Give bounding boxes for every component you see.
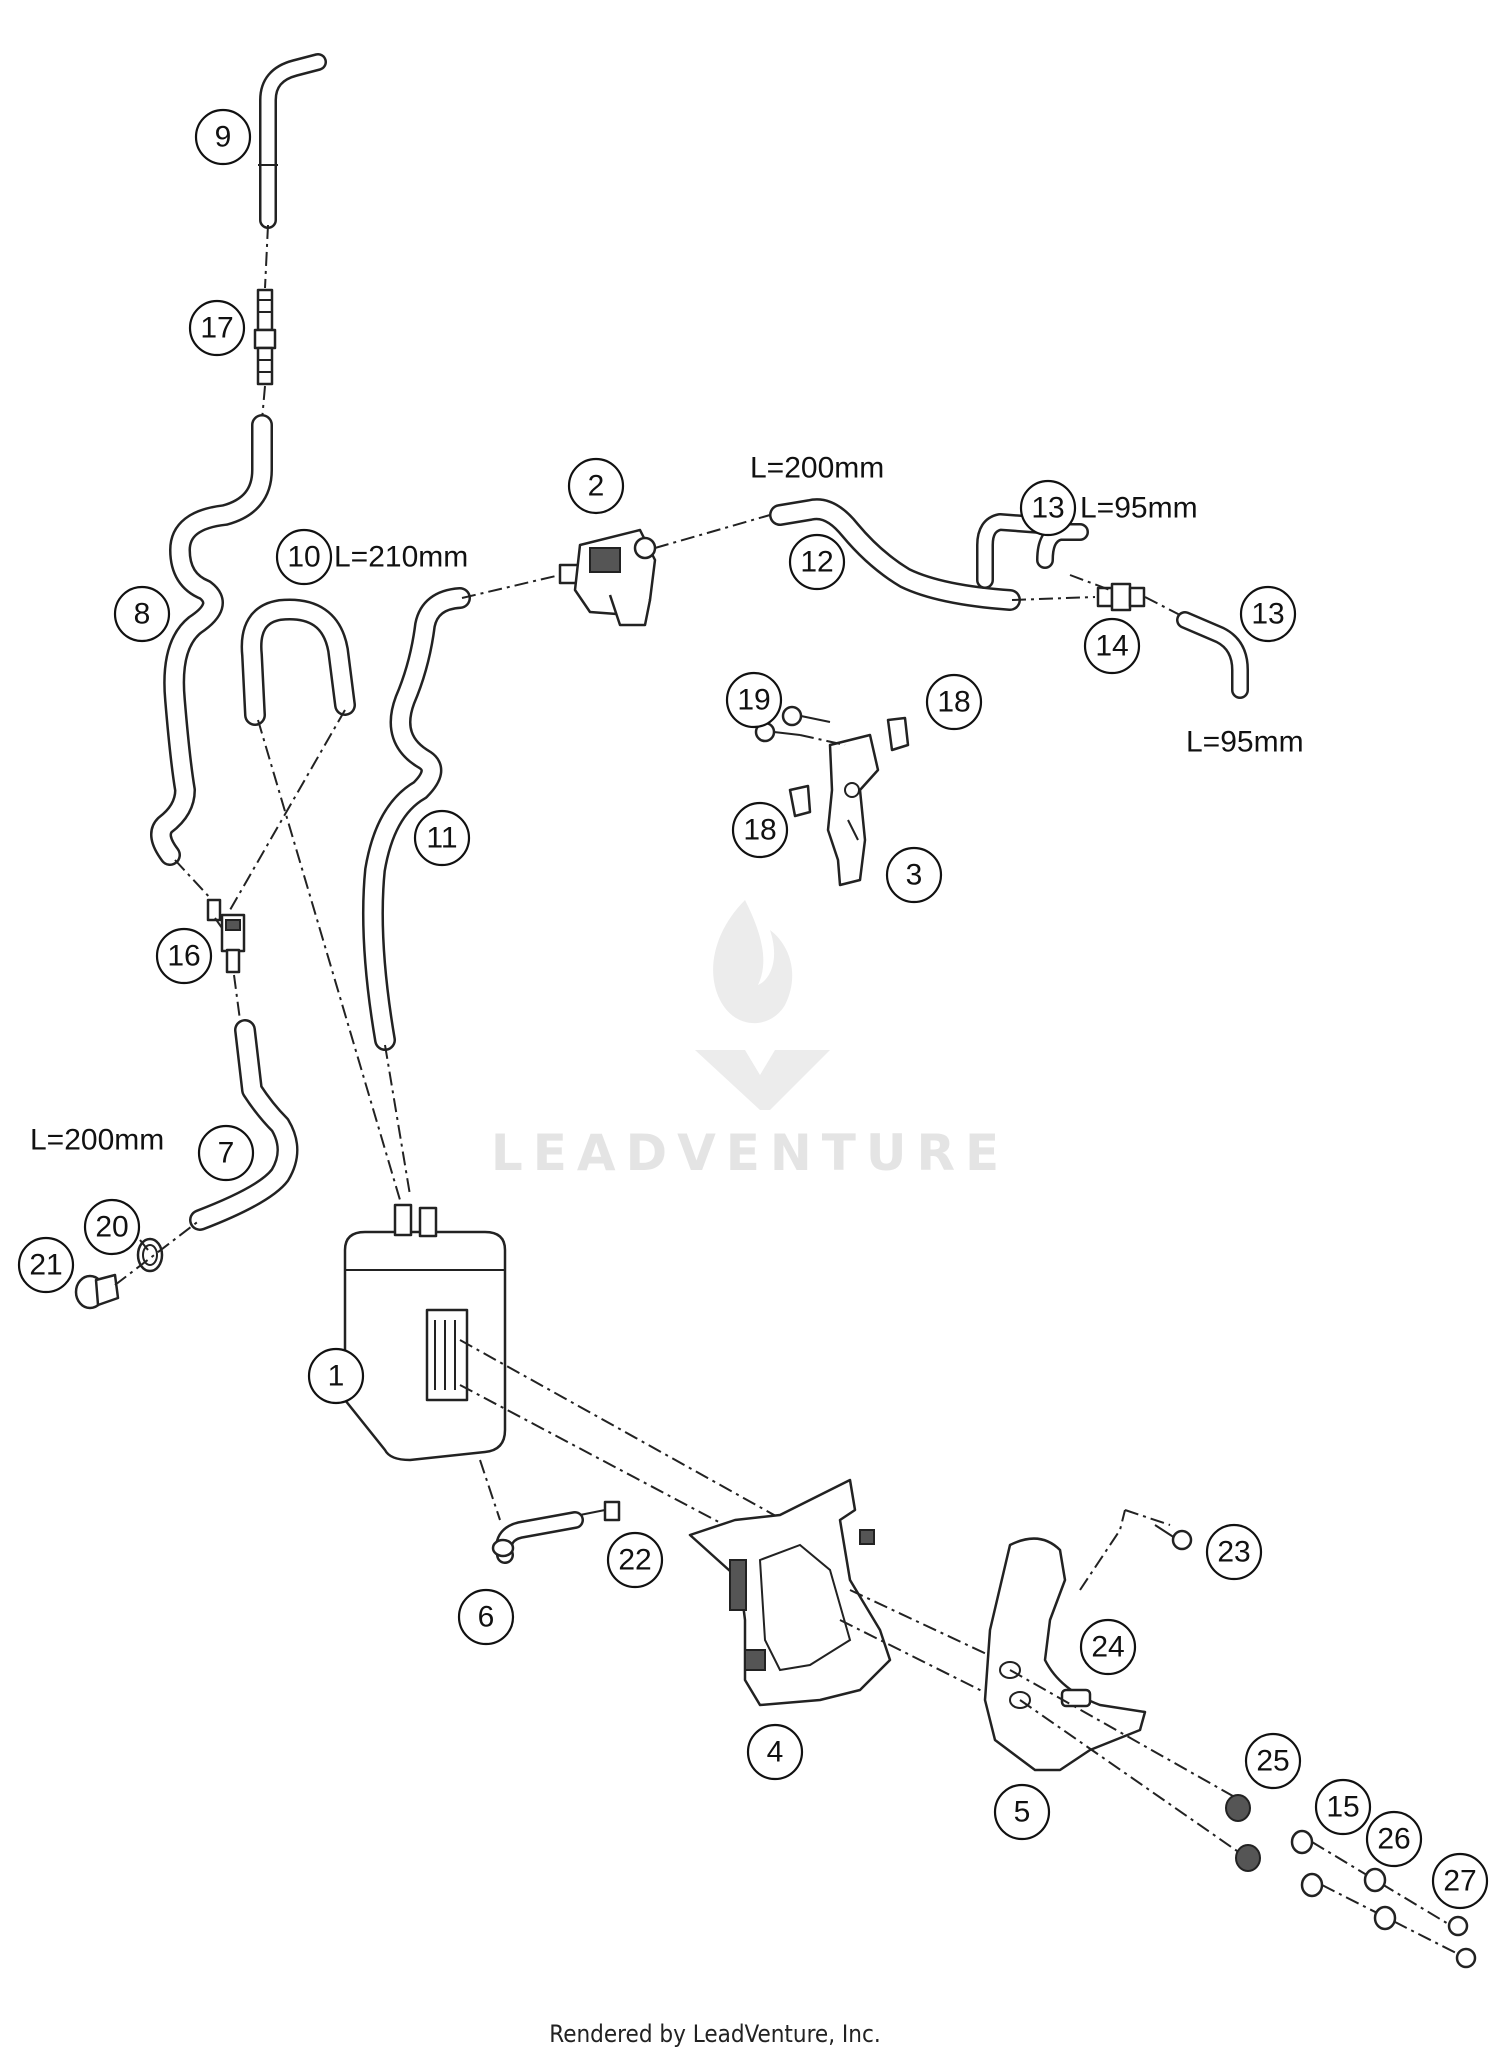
svg-text:3: 3 — [906, 859, 923, 892]
callout-7: 7 — [197, 1124, 255, 1182]
svg-text:12: 12 — [800, 546, 833, 579]
nut-26 — [1363, 1867, 1397, 1931]
callout-13-right: 13 — [1239, 585, 1297, 643]
bracket-3 — [826, 733, 880, 887]
callout-17: 17 — [188, 299, 246, 357]
callout-13-top: 13 — [1019, 479, 1077, 537]
svg-text:24: 24 — [1091, 1631, 1124, 1664]
dimension-hose-13-top: L=95mm — [1080, 492, 1198, 525]
callout-18-bottom: 18 — [731, 801, 789, 859]
watermark-text: LEADVENTURE — [491, 1124, 1009, 1182]
svg-text:26: 26 — [1377, 1823, 1410, 1856]
connector-14 — [1096, 582, 1146, 612]
svg-text:10: 10 — [287, 541, 320, 574]
callout-2: 2 — [567, 457, 625, 515]
screw-23 — [1154, 1524, 1193, 1551]
watermark-v-icon — [695, 1050, 830, 1110]
hose-7 — [189, 1019, 299, 1231]
clamp-20 — [136, 1237, 164, 1273]
callout-27: 27 — [1431, 1852, 1489, 1910]
svg-text:14: 14 — [1095, 630, 1128, 663]
svg-text:27: 27 — [1443, 1865, 1476, 1898]
hose-6 — [491, 1511, 584, 1564]
callout-6: 6 — [457, 1588, 515, 1646]
nut-18-bottom — [788, 784, 812, 818]
washer-15 — [1290, 1829, 1324, 1898]
connector-17 — [253, 288, 277, 386]
callout-15: 15 — [1314, 1778, 1372, 1836]
hose-11 — [361, 587, 471, 1051]
svg-text:1: 1 — [328, 1360, 345, 1393]
connector-16 — [206, 898, 246, 974]
svg-text:7: 7 — [218, 1137, 235, 1170]
watermark: LEADVENTURE — [491, 900, 1009, 1182]
callout-5: 5 — [993, 1783, 1051, 1841]
nut-18-top — [886, 716, 910, 752]
dimension-hose-13-bottom: L=95mm — [1186, 726, 1304, 759]
callout-24: 24 — [1079, 1618, 1137, 1676]
plug-21 — [74, 1273, 120, 1310]
hose-12 — [769, 498, 1021, 611]
callout-16: 16 — [155, 927, 213, 985]
callout-18-top: 18 — [925, 673, 983, 731]
callout-22: 22 — [606, 1531, 664, 1589]
callout-23: 23 — [1205, 1523, 1263, 1581]
dimension-hose-12: L=200mm — [750, 452, 884, 485]
svg-text:6: 6 — [478, 1601, 495, 1634]
callout-25: 25 — [1244, 1732, 1302, 1790]
hose-8 — [150, 414, 273, 866]
callout-20: 20 — [83, 1198, 141, 1256]
svg-text:4: 4 — [767, 1736, 784, 1769]
hose-10 — [240, 598, 356, 726]
fitting-22 — [579, 1500, 621, 1522]
svg-text:19: 19 — [737, 684, 770, 717]
callout-21: 21 — [17, 1236, 75, 1294]
svg-text:20: 20 — [95, 1211, 128, 1244]
callout-9: 9 — [194, 108, 252, 166]
svg-text:23: 23 — [1217, 1536, 1250, 1569]
callout-8: 8 — [113, 585, 171, 643]
svg-text:2: 2 — [588, 470, 605, 503]
callout-19: 19 — [725, 671, 783, 729]
screw-19 — [754, 705, 831, 743]
callout-4: 4 — [746, 1723, 804, 1781]
callout-14: 14 — [1083, 617, 1141, 675]
svg-text:18: 18 — [937, 686, 970, 719]
svg-text:17: 17 — [200, 312, 233, 345]
callout-3: 3 — [885, 846, 943, 904]
svg-text:21: 21 — [29, 1249, 62, 1282]
dimension-hose-10: L=210mm — [334, 541, 468, 574]
watermark-flame-icon — [713, 900, 793, 1024]
grommet-25 — [1225, 1794, 1261, 1872]
spacer-24 — [1060, 1688, 1092, 1708]
callout-1: 1 — [307, 1347, 365, 1405]
callout-11: 11 — [413, 809, 471, 867]
svg-text:9: 9 — [215, 121, 232, 154]
svg-text:22: 22 — [618, 1544, 651, 1577]
valve-2 — [558, 528, 657, 627]
callout-12: 12 — [788, 533, 846, 591]
svg-text:13: 13 — [1031, 492, 1064, 525]
hose-13-top — [976, 513, 1089, 589]
shield-5 — [983, 1537, 1147, 1772]
callout-10: 10 — [275, 528, 333, 586]
dimension-hose-7: L=200mm — [30, 1124, 164, 1157]
svg-text:8: 8 — [134, 598, 151, 631]
footer-credit: Rendered by LeadVenture, Inc. — [549, 2020, 880, 2048]
svg-text:15: 15 — [1326, 1791, 1359, 1824]
canister-1 — [343, 1203, 507, 1462]
hose-13-right — [1176, 611, 1249, 699]
callout-26: 26 — [1365, 1810, 1423, 1868]
svg-text:16: 16 — [167, 940, 200, 973]
bracket-4 — [688, 1478, 892, 1707]
svg-text:18: 18 — [743, 814, 776, 847]
svg-text:11: 11 — [426, 822, 457, 855]
svg-text:25: 25 — [1256, 1745, 1289, 1778]
hose-9 — [258, 53, 327, 229]
svg-text:13: 13 — [1251, 598, 1284, 631]
screw-27 — [1447, 1915, 1477, 1969]
svg-text:5: 5 — [1014, 1796, 1031, 1829]
